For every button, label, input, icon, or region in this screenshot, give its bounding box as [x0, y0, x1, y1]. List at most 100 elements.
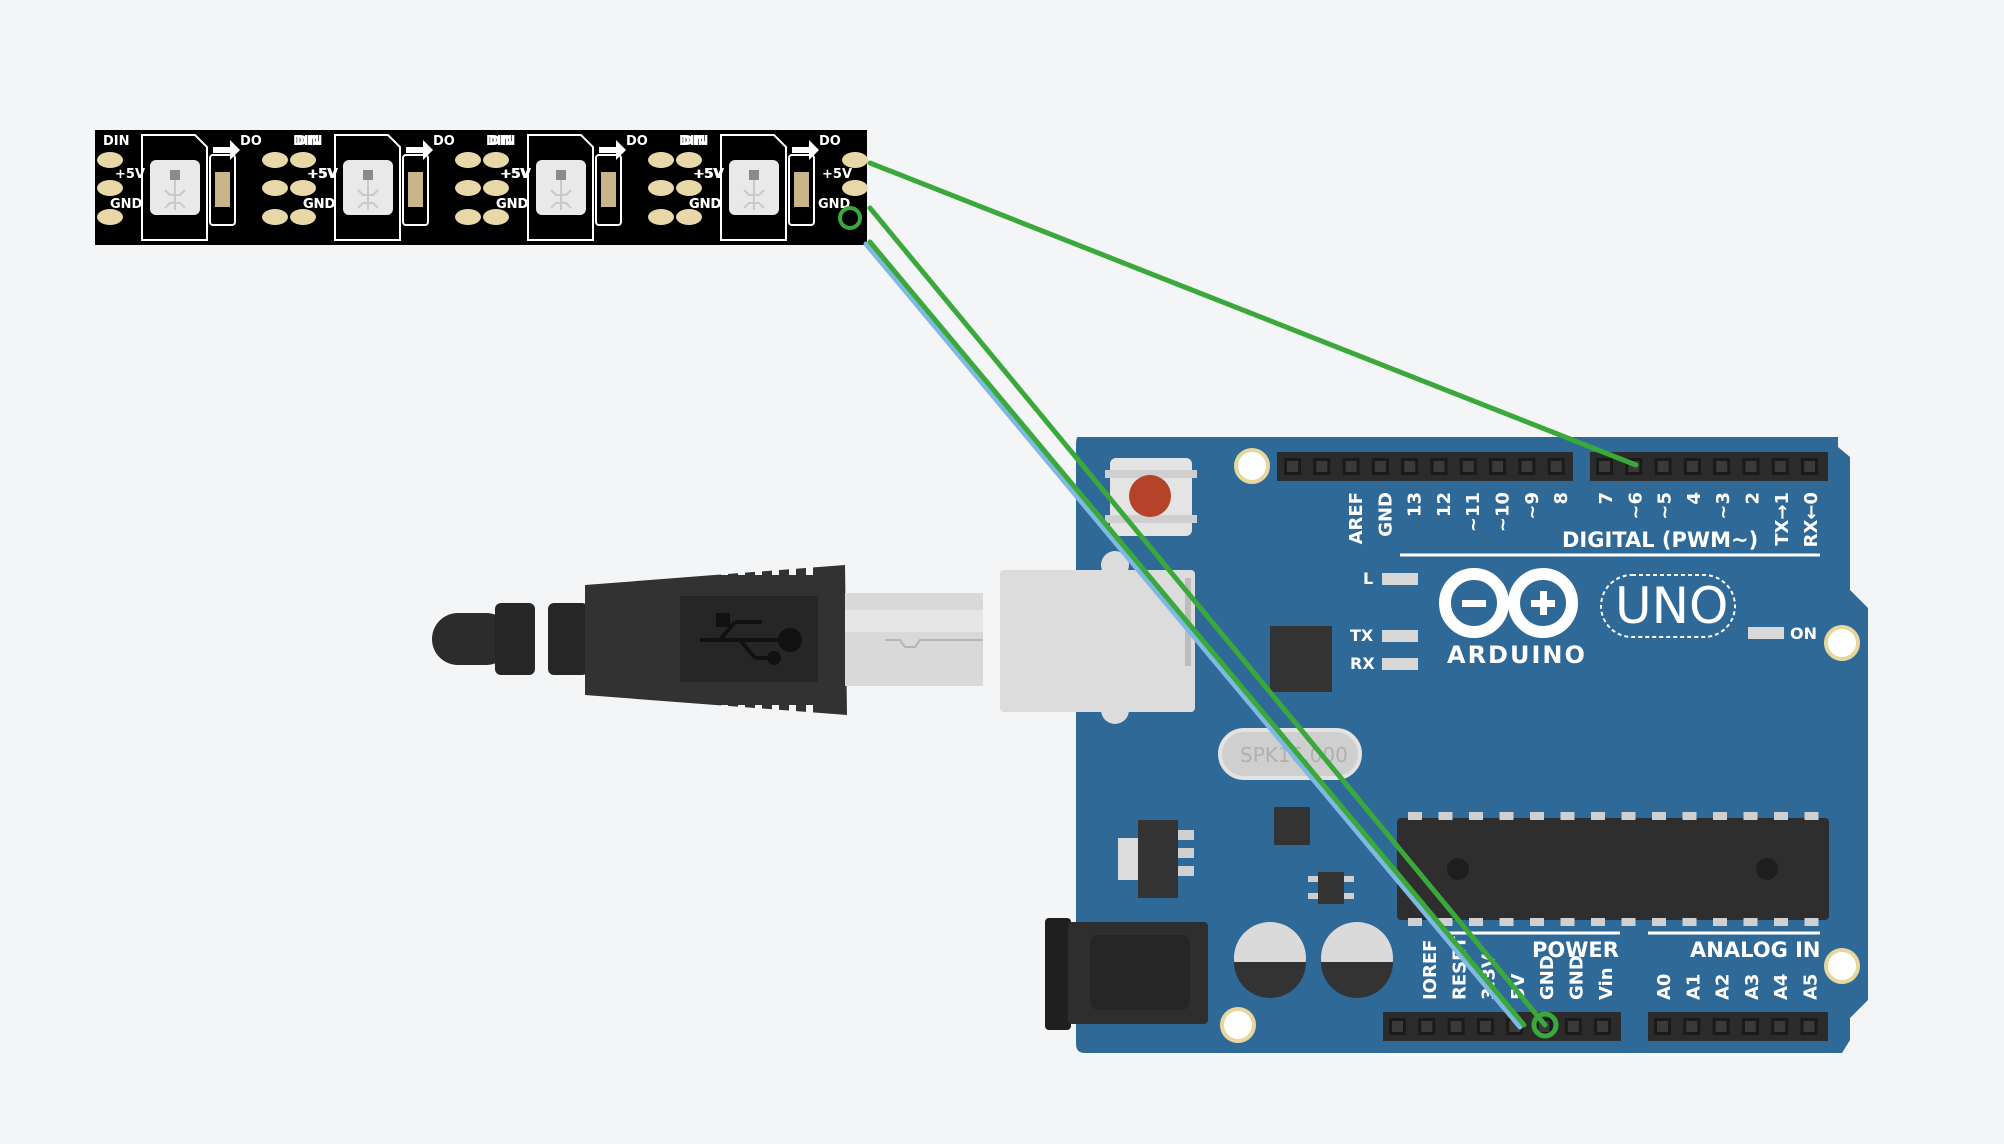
strip-pad [648, 152, 674, 168]
voltage-regulator [1138, 820, 1178, 898]
strip-pad [648, 209, 674, 225]
strip-gnd-label: GND [689, 197, 722, 212]
led-traces [164, 180, 186, 210]
strip-pad [97, 152, 123, 168]
wire-5v[interactable] [867, 239, 1527, 1028]
header-socket-inner [1657, 461, 1669, 472]
chip-pin [1530, 812, 1544, 820]
pin-label: 4 [1684, 492, 1705, 505]
chip-pin [1530, 918, 1544, 926]
strip-5v-label: +5V [308, 167, 338, 182]
chip-pin [1438, 812, 1453, 820]
header-socket-inner [1599, 461, 1610, 472]
chip-pin [1682, 812, 1697, 820]
sot-chip [1318, 872, 1344, 904]
mounting-hole [1824, 625, 1860, 661]
usb-grip-ridge [738, 565, 745, 575]
header-socket-inner [1686, 1021, 1698, 1032]
led-die [749, 170, 759, 180]
wire-data[interactable] [867, 160, 1639, 468]
usb-cable[interactable] [432, 565, 983, 715]
header-socket-inner [1686, 461, 1698, 472]
analog-header[interactable] [1648, 1012, 1828, 1041]
wire-gnd[interactable] [867, 205, 1548, 1028]
strip-gnd-label: GND [689, 197, 722, 212]
header-socket-inner [1433, 461, 1445, 472]
strip-5v-label: +5V [822, 167, 852, 182]
header-socket-inner [1597, 1021, 1609, 1032]
header-socket-inner [1715, 1021, 1727, 1032]
wires[interactable] [863, 160, 1639, 1039]
led-die [363, 170, 373, 180]
pin-label: 8 [1551, 492, 1572, 505]
usb-grip-ridge [772, 705, 779, 715]
usb-grip-ridge [806, 565, 813, 575]
pin-label: ~10 [1493, 492, 1514, 532]
smd-capacitor [408, 172, 423, 207]
capacitor [1321, 922, 1393, 998]
pin-label: ~3 [1713, 492, 1734, 520]
strip-pad [262, 152, 288, 168]
led-rx-label: RX [1350, 654, 1375, 673]
pin-label: ~5 [1655, 492, 1676, 520]
led-tx-label: TX [1350, 626, 1374, 645]
pin-label: 13 [1405, 492, 1426, 517]
usb-connector-shine [845, 610, 983, 632]
strip-end-pad[interactable] [842, 180, 868, 196]
header-socket-inner [1316, 461, 1328, 472]
chip-pin [1591, 812, 1605, 820]
usb-grip-ridge [687, 565, 694, 575]
reset-button[interactable] [1129, 475, 1171, 517]
chip-pin [1499, 918, 1514, 926]
small-chip [1274, 807, 1310, 845]
chip-pin [1774, 812, 1788, 820]
strip-din-label: DIN [103, 134, 130, 149]
pin-label: A2 [1713, 974, 1734, 1000]
chip-pin [1499, 812, 1514, 820]
usb-grip-ridge [789, 565, 796, 575]
strip-pad [483, 152, 509, 168]
mounting-hole [1220, 1007, 1256, 1043]
header-socket-inner [1803, 1021, 1815, 1032]
strip-end-pad[interactable] [842, 152, 868, 168]
chip-pin [1438, 918, 1453, 926]
chip-pin [1652, 812, 1666, 820]
data-direction-arrow-icon [213, 140, 240, 160]
mounting-hole [1824, 948, 1860, 984]
usb-grip-ridge [755, 705, 762, 715]
chip-pin [1713, 812, 1727, 820]
header-socket-inner [1716, 461, 1728, 472]
usb-grip-ridge [670, 565, 677, 575]
usb-grip-ridge [755, 565, 762, 575]
data-direction-arrow-icon [599, 140, 626, 160]
strip-gnd-terminal[interactable] [838, 206, 862, 230]
uno-badge [1600, 574, 1736, 638]
header-socket-inner [1550, 461, 1562, 472]
header-socket-inner [1744, 1021, 1756, 1032]
header-socket-inner [1479, 1021, 1491, 1032]
usb-grip-ridge [772, 565, 779, 575]
strip-pad [290, 180, 316, 196]
pin-label: A0 [1654, 974, 1675, 1000]
barrel-jack-opening [1090, 935, 1190, 1010]
strip-pad [455, 180, 481, 196]
pin-label: ~11 [1463, 492, 1484, 532]
board-gnd-terminal[interactable] [1531, 1011, 1559, 1039]
header-socket-inner [1462, 461, 1474, 472]
led-traces [550, 180, 572, 210]
usb-grip-ridge [789, 705, 796, 715]
strip-din-label: DIN [489, 134, 516, 149]
strip-do-label: DO [626, 134, 648, 149]
cap-outline [595, 154, 622, 226]
pin-label: GND [1375, 492, 1396, 537]
pin-label: ~6 [1625, 492, 1646, 520]
header-socket-inner [1374, 461, 1386, 472]
strip-pad [262, 180, 288, 196]
header-socket-inner [1287, 461, 1298, 472]
header-socket-inner [1521, 461, 1533, 472]
header-socket-inner [1774, 1021, 1786, 1032]
chip-pin [1408, 918, 1422, 926]
